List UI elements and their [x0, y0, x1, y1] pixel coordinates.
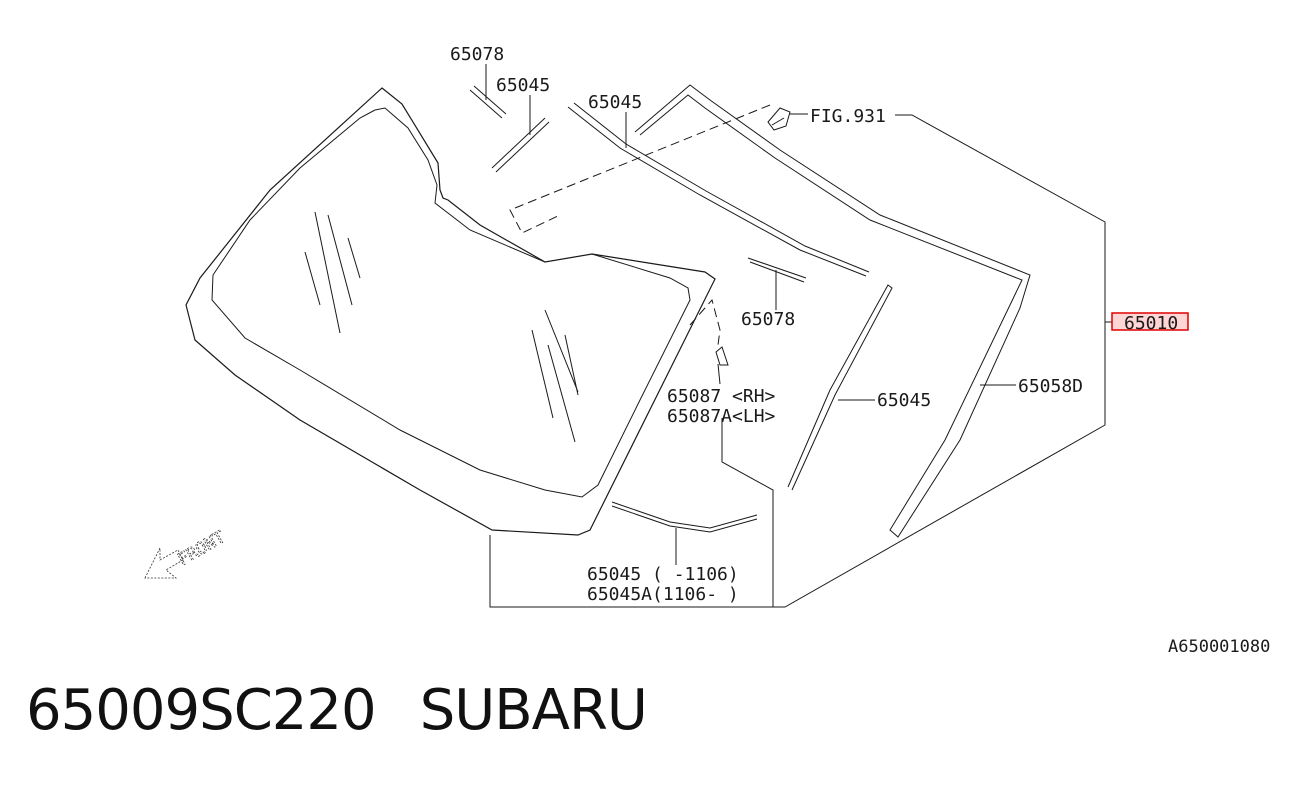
mirror-mount-icon: [767, 107, 791, 131]
label-65087-rh: 65087 <RH>: [667, 386, 776, 407]
label-65010[interactable]: 65010: [1124, 313, 1178, 334]
reference-code: A650001080: [1168, 637, 1270, 657]
label-65045-d: 65045 ( -1106): [587, 564, 739, 585]
molding-65078-mid: [747, 257, 807, 283]
label-fig-931[interactable]: FIG.931: [810, 106, 886, 127]
label-65078-mid: 65078: [741, 309, 795, 330]
mirror-mount-dashed: [509, 104, 771, 366]
label-65045-b: 65045: [588, 92, 642, 113]
leader-lines: [485, 64, 1016, 565]
molding-65045-c: [787, 284, 893, 491]
part-number: 65009SC220: [26, 678, 377, 743]
molding-65045-d: [611, 501, 758, 533]
molding-65045-a: [491, 117, 550, 173]
part-brand: SUBARU: [419, 678, 648, 743]
windshield-glass: [185, 87, 716, 536]
group-bracket: [489, 114, 1112, 608]
molding-65078-top: [469, 85, 507, 119]
label-65045a: 65045A(1106- ): [587, 584, 739, 605]
part-title: 65009SC220 SUBARU: [26, 678, 648, 743]
label-65087a-lh: 65087A<LH>: [667, 406, 776, 427]
front-label: FRONT: [175, 527, 229, 570]
label-65045-a: 65045: [496, 75, 550, 96]
label-65058d: 65058D: [1018, 376, 1083, 397]
label-65045-c: 65045: [877, 390, 931, 411]
label-65078-top: 65078: [450, 44, 504, 65]
molding-65045-b: [567, 102, 870, 277]
front-arrow-icon: FRONT: [144, 527, 229, 579]
highlight-65010: [1111, 312, 1189, 331]
molding-65058d: [634, 84, 1031, 538]
